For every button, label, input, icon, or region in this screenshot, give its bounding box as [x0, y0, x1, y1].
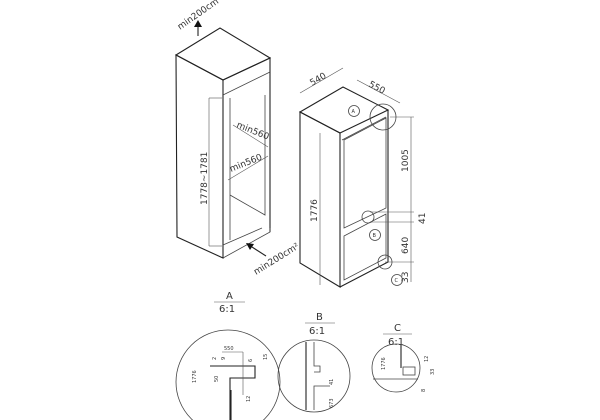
callout-b-label: B: [373, 233, 377, 239]
door-gap-label: 41: [418, 213, 428, 224]
detail-c-hinge: [402, 366, 416, 376]
cabinet-inner-shelf: [229, 95, 266, 216]
detail-a-dim-9: 9: [221, 357, 227, 360]
niche-depth-upper-dim: [232, 124, 269, 148]
bottom-gap-label: 33: [401, 272, 411, 283]
detail-b-dim-41: 41: [329, 379, 335, 385]
callout-marker-a: [348, 105, 360, 117]
cabinet-top: [174, 27, 272, 81]
vent-bottom-label: min200cm²: [252, 242, 301, 278]
detail-a-profile: [210, 365, 256, 420]
depth-dim: [356, 79, 401, 104]
niche-cabinet: min200cm² 1778~1781 min560 min560 min200…: [174, 0, 302, 278]
detail-c-dim-33: 33: [430, 369, 436, 375]
niche-height-label: 1778~1781: [200, 152, 210, 205]
vent-bottom-arrow-line: [251, 246, 267, 257]
detail-a-dim-6: 6: [248, 359, 254, 362]
callout-circle-c: [377, 254, 393, 270]
lower-door: [343, 213, 387, 281]
appliance: 540 550 1776 1005 41 640 33 A B C: [298, 67, 428, 288]
appliance-top: [298, 86, 390, 134]
detail-a-dim-12: 12: [246, 396, 252, 402]
detail-b-lower-door: [313, 385, 330, 410]
lower-door-label: 640: [401, 237, 411, 254]
upper-door: [343, 117, 387, 229]
niche-depth-lower-dim: [227, 155, 269, 181]
vent-top-label: min200cm²: [176, 0, 224, 32]
detail-b-title: B: [316, 312, 323, 323]
callout-circle-b: [361, 210, 375, 224]
niche-depth-lower-label: min560: [228, 153, 264, 175]
detail-a-dim-50: 50: [214, 376, 220, 382]
callout-circle-a: [369, 103, 397, 131]
detail-a-dim-15: 15: [263, 354, 269, 360]
detail-b: B 6:1 41 673: [277, 312, 351, 413]
detail-c-dim-12: 12: [424, 356, 430, 362]
top-trim: [341, 116, 387, 141]
vent-bottom-arrow-icon: [246, 243, 254, 250]
width-label: 540: [309, 71, 329, 88]
callout-marker-c: [391, 274, 403, 286]
vent-top-arrow-icon: [194, 20, 202, 27]
detail-a-circle: [175, 329, 281, 420]
detail-a: A 6:1 550 2 9 6 15 1776 50 12: [175, 291, 281, 420]
detail-b-dim-673: 673: [329, 398, 335, 408]
cabinet-top-strip: [222, 71, 271, 96]
callout-marker-b: [369, 229, 381, 241]
detail-a-scale: 6:1: [219, 304, 235, 315]
cabinet-front-top: [222, 57, 271, 232]
detail-c: C 6:1 1776 12 33 8: [371, 323, 436, 393]
detail-b-scale: 6:1: [309, 326, 325, 337]
detail-b-upper-door: [313, 342, 321, 373]
upper-door-label: 1005: [401, 149, 411, 172]
cabinet-plinth: [222, 228, 271, 259]
detail-c-dim-8: 8: [421, 389, 427, 392]
detail-a-title: A: [226, 291, 233, 302]
detail-c-title: C: [394, 323, 401, 334]
detail-b-circle: [277, 339, 351, 413]
detail-c-dim-1776: 1776: [381, 357, 387, 370]
callout-c-label: C: [395, 278, 399, 284]
detail-c-circle: [371, 343, 421, 393]
detail-a-dim-2: 2: [212, 357, 218, 360]
cabinet-plinth-edge: [222, 227, 263, 246]
height-label: 1776: [310, 199, 320, 222]
detail-a-dim-550: 550: [224, 346, 234, 352]
detail-c-scale: 6:1: [388, 337, 404, 348]
width-dim: [299, 67, 344, 94]
detail-a-dim-1776: 1776: [192, 370, 198, 383]
callout-a-label: A: [352, 109, 356, 115]
